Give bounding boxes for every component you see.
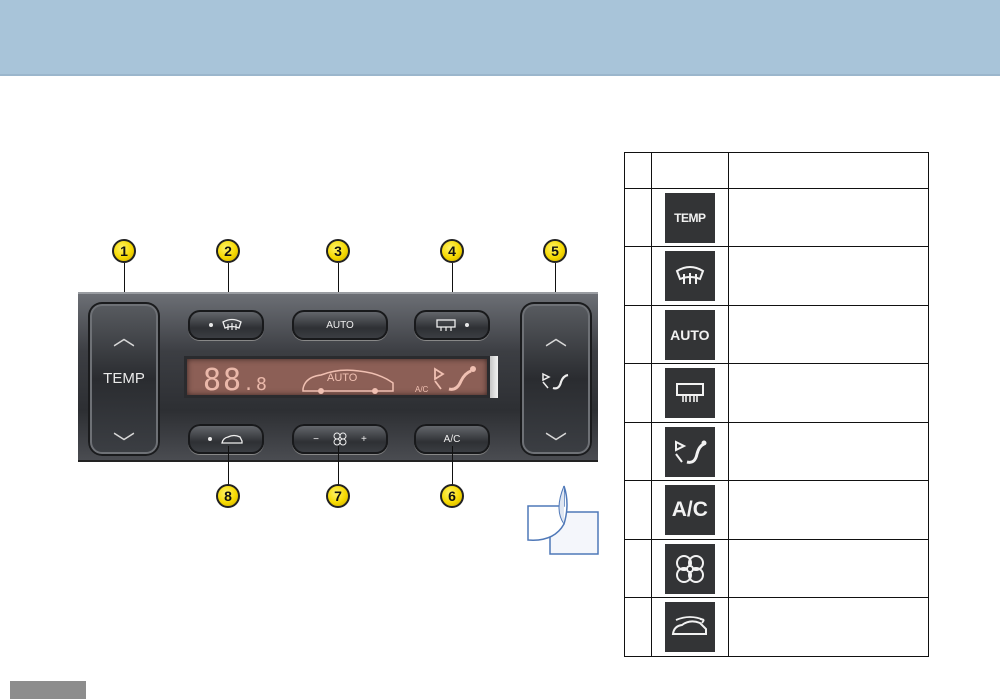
callout-2: 2 <box>216 239 240 263</box>
chevron-down-icon: ﹀ <box>112 432 135 457</box>
indicator-led <box>208 437 212 441</box>
rear-demist-icon <box>436 319 456 331</box>
leader-line-6 <box>452 446 453 486</box>
lcd-edge <box>490 356 498 398</box>
temp-icon: TEMP <box>664 192 715 243</box>
control-reference-table: TEMP AUTO A/C <box>624 152 930 657</box>
lcd-car-icon <box>302 369 394 394</box>
rear-demist-icon <box>664 368 715 419</box>
callout-4: 4 <box>440 239 464 263</box>
lcd-auto-label: AUTO <box>327 372 358 384</box>
table-row <box>624 597 930 657</box>
table-row <box>624 421 930 482</box>
table-row <box>624 363 930 423</box>
callout-6: 6 <box>440 484 464 508</box>
lcd-temperature: 88.8 <box>203 363 269 398</box>
temp-label: TEMP <box>103 370 145 387</box>
ac-icon: A/C <box>664 485 715 536</box>
temp-rocker-button[interactable]: ︿ TEMP ﹀ <box>88 302 160 457</box>
lcd-display: 88.8 AUTO A/C <box>184 356 490 398</box>
table-row <box>624 246 930 306</box>
fan-speed-button[interactable]: − + <box>292 424 388 454</box>
page-curl-icon <box>527 485 599 555</box>
auto-icon: AUTO <box>664 309 715 360</box>
chevron-up-icon: ︿ <box>112 326 135 351</box>
lcd-ac-label: A/C <box>415 385 429 394</box>
air-distribution-rocker-button[interactable]: ︿ ﹀ <box>520 302 592 457</box>
table-row: A/C <box>624 480 930 540</box>
air-distribution-icon <box>542 372 569 390</box>
chevron-down-icon: ﹀ <box>544 432 567 457</box>
table-row: AUTO <box>624 304 930 365</box>
leader-line-7 <box>338 446 339 486</box>
windscreen-demist-icon <box>222 318 242 330</box>
callout-3: 3 <box>326 239 350 263</box>
callout-7: 7 <box>326 484 350 508</box>
table-row: TEMP <box>624 187 930 248</box>
recirculation-icon <box>221 434 243 444</box>
indicator-led <box>465 323 469 327</box>
climate-control-panel: ︿ TEMP ﹀ AUTO 88.8 AUTO A/C <box>78 292 598 462</box>
leader-line-5 <box>555 263 556 310</box>
windscreen-demist-button[interactable] <box>188 310 264 340</box>
footer-thumbnail <box>10 681 86 699</box>
chevron-up-icon: ︿ <box>544 326 567 351</box>
windscreen-demist-icon <box>664 251 715 302</box>
indicator-led <box>209 323 213 327</box>
fan-minus: − <box>313 433 319 445</box>
air-distribution-icon <box>664 426 715 477</box>
recirculation-icon <box>664 602 715 653</box>
fan-plus: + <box>361 433 367 445</box>
table-row <box>624 538 930 599</box>
callout-5: 5 <box>543 239 567 263</box>
rear-demist-button[interactable] <box>414 310 490 340</box>
leader-line-2 <box>228 263 229 313</box>
leader-line-1 <box>124 263 125 310</box>
recirculation-button[interactable] <box>188 424 264 454</box>
callout-8: 8 <box>216 484 240 508</box>
ac-label: A/C <box>443 433 461 445</box>
table-header-row <box>624 152 930 189</box>
fan-icon <box>333 432 347 446</box>
auto-button[interactable]: AUTO <box>292 310 388 340</box>
leader-line-8 <box>228 446 229 486</box>
leader-line-4 <box>452 263 453 313</box>
lcd-air-distribution-icon <box>434 366 476 391</box>
leader-line-3 <box>338 263 339 313</box>
header-band <box>0 0 1000 76</box>
callout-1: 1 <box>112 239 136 263</box>
fan-icon <box>664 543 715 594</box>
auto-label: AUTO <box>326 319 354 331</box>
